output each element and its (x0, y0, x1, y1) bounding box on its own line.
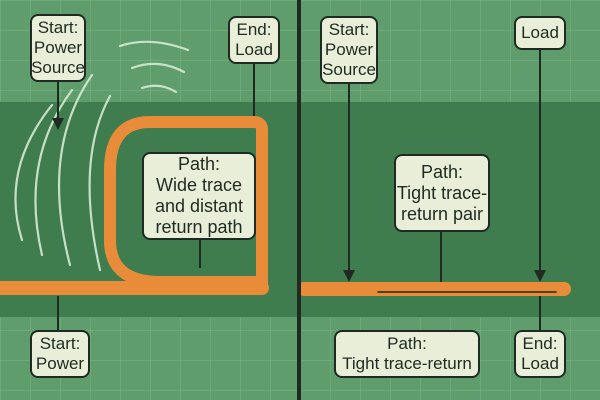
right-path-bottom-line-2: Tight trace-return (342, 354, 472, 373)
right-end-bottom-label: End: Load (514, 330, 566, 378)
right-start-top-line-1: Start: (328, 20, 370, 39)
left-start-bottom-line-1: Start: (39, 334, 81, 353)
left-start-top-label: Start: Power Source (30, 14, 86, 82)
left-end-top-line-1: End: (236, 20, 272, 39)
left-end-top-line-2: Load (235, 40, 273, 59)
right-load-top-line-1: Load (521, 23, 559, 42)
left-path-line-2: Wide trace (155, 175, 243, 195)
right-path-line-2: Tight trace- (396, 182, 488, 203)
left-end-top-label: End: Load (228, 16, 280, 64)
right-connectors (343, 48, 546, 330)
left-start-bottom-label: Start: Power (30, 330, 90, 378)
right-start-top-label: Start: Power Source (320, 16, 378, 84)
left-start-top-line-2: Power (33, 38, 83, 57)
right-path-line-1: Path: (420, 161, 464, 182)
left-start-top-line-3: Source (31, 58, 85, 77)
right-start-top-line-2: Power (324, 40, 374, 59)
panel-divider (297, 0, 301, 400)
left-connectors (52, 64, 255, 330)
right-path-label: Path: Tight trace- return pair (394, 154, 490, 232)
left-trace-loop (0, 116, 269, 295)
right-start-top-line-3: Source (322, 60, 376, 79)
left-path-line-1: Path: (177, 154, 221, 174)
right-path-line-3: return pair (400, 203, 484, 224)
right-path-bottom-label: Path: Tight trace-return (334, 330, 480, 378)
left-path-line-3: and distant (154, 196, 244, 216)
left-start-top-line-1: Start: (37, 18, 79, 37)
right-path-bottom-line-1: Path: (387, 334, 427, 353)
left-path-label: Path: Wide trace and distant return path (142, 152, 256, 240)
right-end-bottom-line-2: Load (521, 354, 559, 373)
left-path-line-4: return path (155, 217, 243, 237)
emission-arcs (14, 40, 190, 272)
right-load-top-label: Load (514, 16, 566, 50)
right-end-bottom-line-1: End: (522, 334, 558, 353)
right-trace-pair (297, 282, 571, 296)
left-start-bottom-line-2: Power (35, 354, 85, 373)
